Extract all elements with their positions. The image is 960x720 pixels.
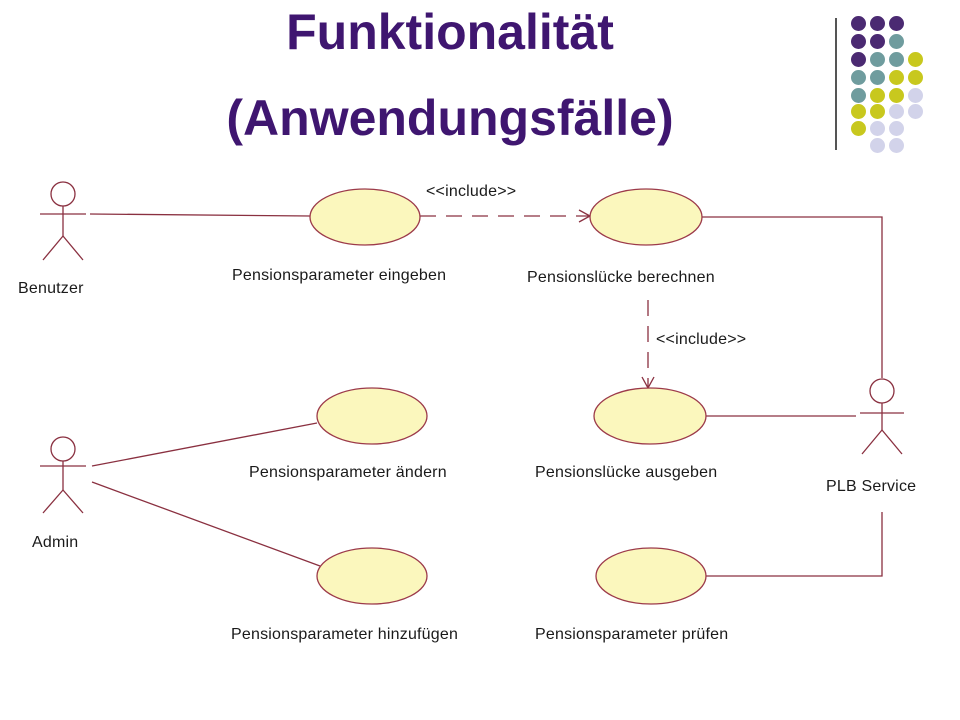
actor-admin-figure <box>40 436 86 514</box>
associations <box>89 213 883 577</box>
decor-dot <box>870 88 885 103</box>
decor-divider <box>835 18 837 150</box>
decor-dot <box>889 16 904 31</box>
decor-dot <box>851 34 866 49</box>
decor-dot <box>889 138 904 153</box>
decor-dot <box>870 121 885 136</box>
decor-dot <box>889 104 904 119</box>
usecase-eingeben-ellipse <box>309 188 421 246</box>
usecase-aendern-label: Pensionsparameter ändern <box>249 464 447 481</box>
decor-dot <box>889 34 904 49</box>
usecase-ausgeben-ellipse <box>593 387 707 445</box>
decor-dot <box>870 138 885 153</box>
actor-benutzer-label: Benutzer <box>18 280 84 297</box>
actor-admin-label: Admin <box>32 534 79 551</box>
usecase-berechnen-ellipse <box>589 188 703 246</box>
decor-dot <box>851 104 866 119</box>
decor-dot <box>889 121 904 136</box>
usecase-ausgeben-label: Pensionslücke ausgeben <box>535 464 718 481</box>
decor-dot <box>908 104 923 119</box>
assoc-benutzer-eingeben <box>89 213 311 217</box>
usecase-pruefen-ellipse <box>595 547 707 605</box>
decor-dot <box>870 34 885 49</box>
use-case-shapes <box>309 188 707 605</box>
include-label-2: <<include>> <box>656 331 747 348</box>
decor-dot <box>870 70 885 85</box>
assoc-pruefen-plb <box>706 512 883 577</box>
actor-plb-service-figure <box>860 378 904 455</box>
assoc-admin-aendern <box>91 422 318 467</box>
usecase-hinzufuegen-ellipse <box>316 547 428 605</box>
decor-dot <box>908 70 923 85</box>
usecase-aendern-ellipse <box>316 387 428 445</box>
usecase-berechnen-label: Pensionslücke berechnen <box>527 269 715 286</box>
decor-dot <box>851 88 866 103</box>
decor-dot <box>908 52 923 67</box>
decor-dot <box>851 121 866 136</box>
decor-dot <box>889 88 904 103</box>
decor-dot <box>908 88 923 103</box>
actor-plb-service-label: PLB Service <box>826 478 917 495</box>
usecase-eingeben-label: Pensionsparameter eingeben <box>232 267 447 284</box>
include-label-1: <<include>> <box>426 183 517 200</box>
decor-dot <box>870 16 885 31</box>
usecase-pruefen-label: Pensionsparameter prüfen <box>535 626 729 643</box>
decor-dot <box>870 52 885 67</box>
include-relations <box>420 209 655 390</box>
decor-dot <box>851 16 866 31</box>
slide-title-line-2: (Anwendungsfälle) <box>226 90 674 146</box>
slide-title-line-1: Funktionalität <box>286 4 614 60</box>
assoc-admin-hinzufuegen <box>91 481 321 567</box>
decor-dot <box>851 52 866 67</box>
actor-benutzer-figure <box>40 181 86 261</box>
decor-dot <box>851 70 866 85</box>
usecase-hinzufuegen-label: Pensionsparameter hinzufügen <box>231 626 459 643</box>
assoc-berechnen-plb <box>702 216 883 378</box>
decor-dot <box>889 70 904 85</box>
decor-dot <box>889 52 904 67</box>
decor-dot <box>870 104 885 119</box>
